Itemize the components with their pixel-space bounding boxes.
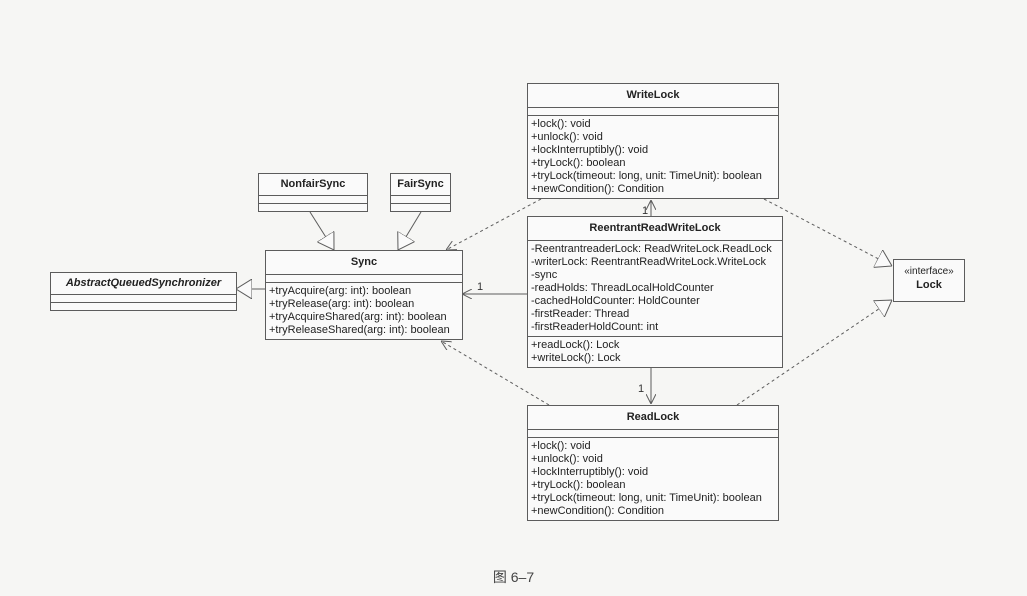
- method: +tryRelease(arg: int): boolean: [269, 298, 415, 310]
- method: +lock(): void: [531, 440, 591, 452]
- class-nonfairsync: NonfairSync: [258, 173, 368, 212]
- attributes-compartment: [51, 295, 236, 303]
- class-name: WriteLock: [528, 84, 778, 108]
- method: +unlock(): void: [531, 453, 603, 465]
- method: +lockInterruptibly(): void: [531, 466, 649, 478]
- class-abstractqueuedsynchronizer: AbstractQueuedSynchronizer: [50, 272, 237, 311]
- method: +lockInterruptibly(): void: [531, 144, 649, 156]
- class-name: NonfairSync: [259, 174, 367, 196]
- method: +readLock(): Lock: [531, 339, 620, 351]
- method: +tryLock(): boolean: [531, 479, 626, 491]
- multiplicity-label-sync: 1: [477, 281, 483, 293]
- class-name: Sync: [266, 251, 462, 275]
- edge-readlock-implements-lock: [736, 300, 892, 406]
- methods-compartment: +tryAcquire(arg: int): boolean +tryRelea…: [266, 283, 462, 339]
- method: +unlock(): void: [531, 131, 603, 143]
- attribute: -ReentrantreaderLock: ReadWriteLock.Read…: [531, 243, 772, 255]
- attributes-compartment: -ReentrantreaderLock: ReadWriteLock.Read…: [528, 241, 782, 337]
- methods-compartment: +lock(): void +unlock(): void +lockInter…: [528, 438, 778, 520]
- method: +newCondition(): Condition: [531, 505, 664, 517]
- stereotype-label: «interface»: [904, 266, 954, 277]
- class-sync: Sync +tryAcquire(arg: int): boolean +try…: [265, 250, 463, 340]
- edge-writelock-implements-lock: [763, 198, 892, 266]
- class-name: ReadLock: [528, 406, 778, 430]
- method: +tryLock(timeout: long, unit: TimeUnit):…: [531, 170, 762, 182]
- multiplicity-label-writelock: 1: [642, 205, 648, 217]
- attributes-compartment: [528, 108, 778, 116]
- attribute: -cachedHoldCounter: HoldCounter: [531, 295, 700, 307]
- attributes-compartment: [391, 196, 450, 204]
- figure-caption: 图 6–7: [492, 569, 535, 585]
- methods-compartment: +lock(): void +unlock(): void +lockInter…: [528, 116, 778, 198]
- methods-compartment: [259, 204, 367, 211]
- class-reentrantreadwritelock: ReentrantReadWriteLock -ReentrantreaderL…: [527, 216, 783, 368]
- interface-name: Lock: [916, 279, 942, 291]
- class-writelock: WriteLock +lock(): void +unlock(): void …: [527, 83, 779, 199]
- attribute: -firstReader: Thread: [531, 308, 630, 320]
- edge-nonfairsync-extends-sync: [309, 211, 334, 250]
- class-name: ReentrantReadWriteLock: [528, 217, 782, 241]
- class-name: FairSync: [391, 174, 450, 196]
- attribute: -firstReaderHoldCount: int: [531, 321, 659, 333]
- method: +tryAcquireShared(arg: int): boolean: [269, 311, 447, 323]
- method: +tryLock(): boolean: [531, 157, 626, 169]
- method: +newCondition(): Condition: [531, 183, 664, 195]
- attribute: -readHolds: ThreadLocalHoldCounter: [531, 282, 714, 294]
- class-readlock: ReadLock +lock(): void +unlock(): void +…: [527, 405, 779, 521]
- class-name: AbstractQueuedSynchronizer: [51, 273, 236, 295]
- methods-compartment: [391, 204, 450, 211]
- edge-fairsync-extends-sync: [398, 211, 422, 250]
- attributes-compartment: [259, 196, 367, 204]
- interface-lock: «interface» Lock: [893, 259, 965, 302]
- attributes-compartment: [528, 430, 778, 438]
- attributes-compartment: [266, 275, 462, 283]
- method: +writeLock(): Lock: [531, 352, 621, 364]
- edge-readlock-uses-sync: [441, 341, 550, 406]
- class-fairsync: FairSync: [390, 173, 451, 212]
- method: +tryAcquire(arg: int): boolean: [269, 285, 412, 297]
- method: +tryReleaseShared(arg: int): boolean: [269, 324, 450, 336]
- attribute: -writerLock: ReentrantReadWriteLock.Writ…: [531, 256, 766, 268]
- attribute: -sync: [531, 269, 558, 281]
- multiplicity-label-readlock: 1: [638, 383, 644, 395]
- methods-compartment: [51, 303, 236, 310]
- method: +lock(): void: [531, 118, 591, 130]
- method: +tryLock(timeout: long, unit: TimeUnit):…: [531, 492, 762, 504]
- methods-compartment: +readLock(): Lock +writeLock(): Lock: [528, 337, 782, 367]
